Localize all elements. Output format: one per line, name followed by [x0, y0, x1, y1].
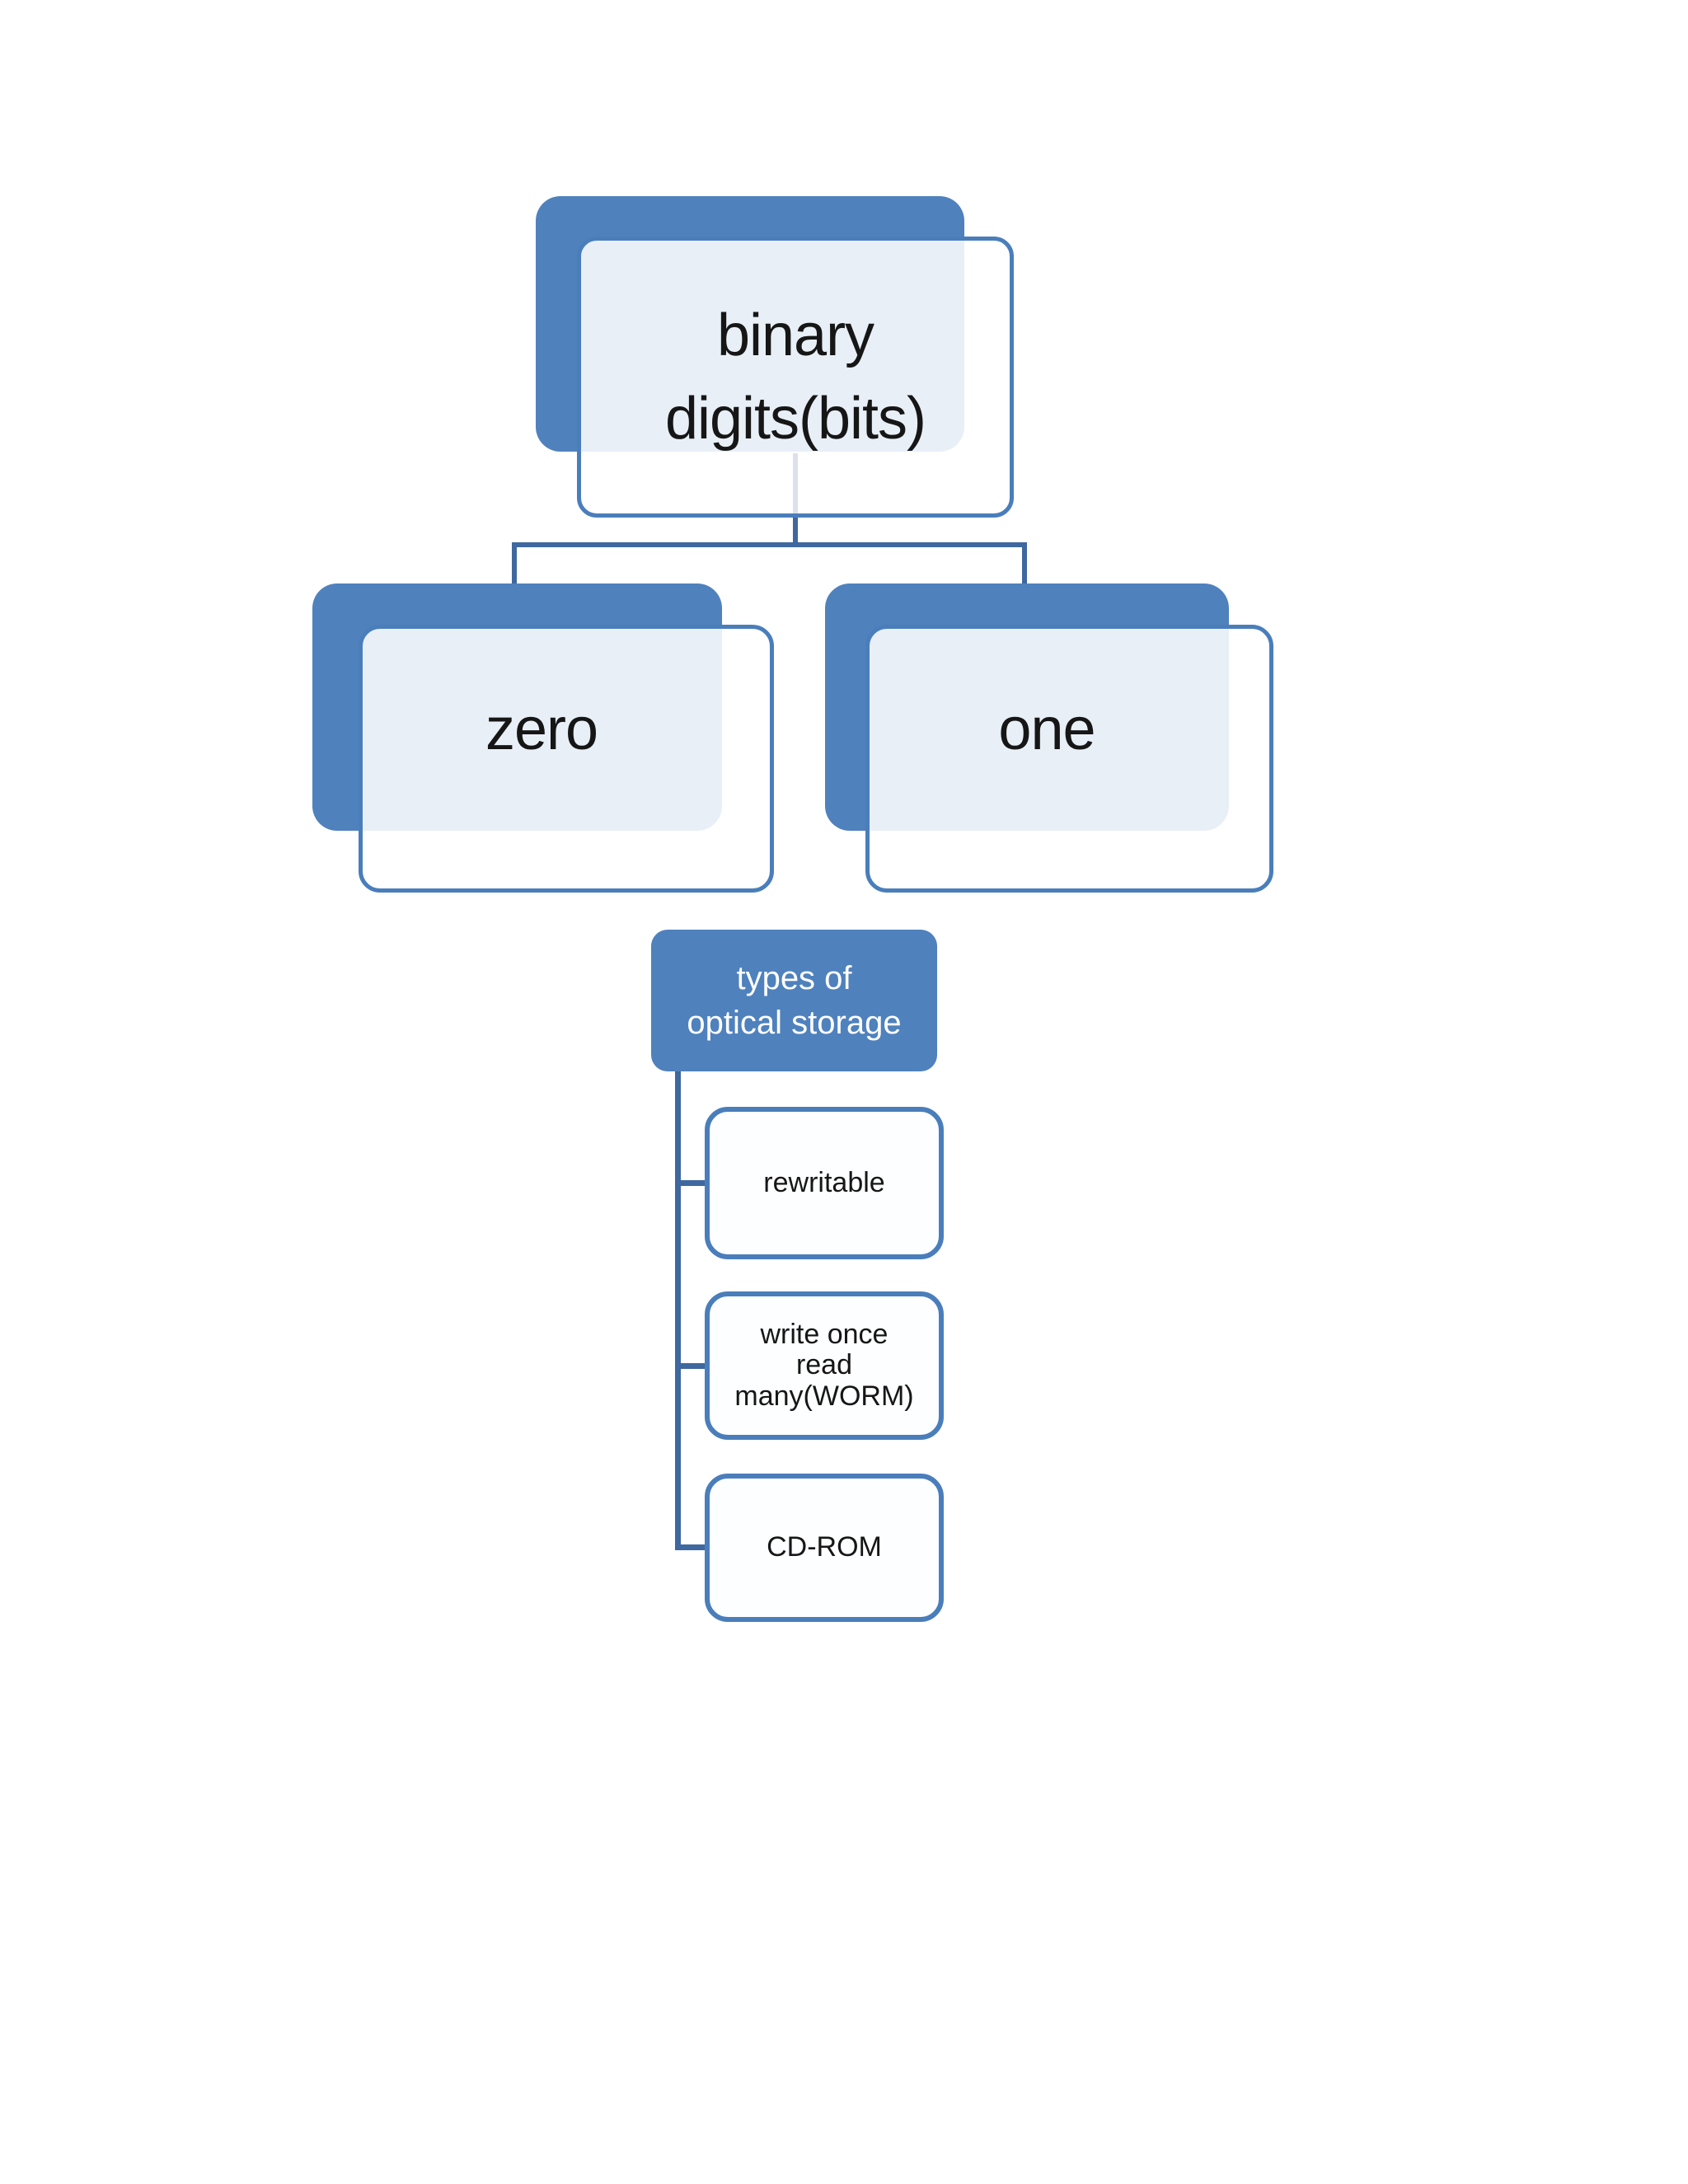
- root-node-label: binary digits(bits): [665, 294, 926, 461]
- cd-rom-node-card: CD-ROM: [705, 1474, 944, 1622]
- root-label-line-2: digits(bits): [664, 385, 926, 452]
- subtree-trunk-line: [675, 1071, 681, 1550]
- optical-storage-header-label: types of optical storage: [687, 956, 901, 1045]
- worm-node-card: write once read many(WORM): [705, 1291, 944, 1440]
- zero-node-label: zero: [485, 696, 598, 763]
- header-label-line-1: types of: [736, 960, 852, 996]
- root-node-card: binary digits(bits): [577, 237, 1014, 518]
- connector-drop-one: [1022, 542, 1027, 588]
- worm-node-label: write once read many(WORM): [734, 1318, 914, 1412]
- connector-root-drop: [793, 518, 798, 547]
- zero-node-card: zero: [359, 625, 774, 893]
- one-node-label: one: [998, 696, 1095, 763]
- stub-rewritable: [675, 1180, 708, 1186]
- rewritable-node-label: rewritable: [763, 1166, 885, 1198]
- one-node-card: one: [865, 625, 1273, 893]
- connector-crossbar: [512, 542, 1027, 547]
- stub-cd-rom: [675, 1544, 708, 1550]
- stub-write-once: [675, 1363, 708, 1369]
- root-label-line-1: binary: [716, 302, 874, 368]
- root-inner-connector-stub: [793, 453, 798, 513]
- connector-drop-zero: [512, 542, 517, 588]
- cd-rom-node-label: CD-ROM: [767, 1531, 882, 1563]
- header-label-line-2: optical storage: [687, 1005, 902, 1041]
- optical-storage-header: types of optical storage: [651, 930, 937, 1071]
- rewritable-node-card: rewritable: [705, 1107, 944, 1259]
